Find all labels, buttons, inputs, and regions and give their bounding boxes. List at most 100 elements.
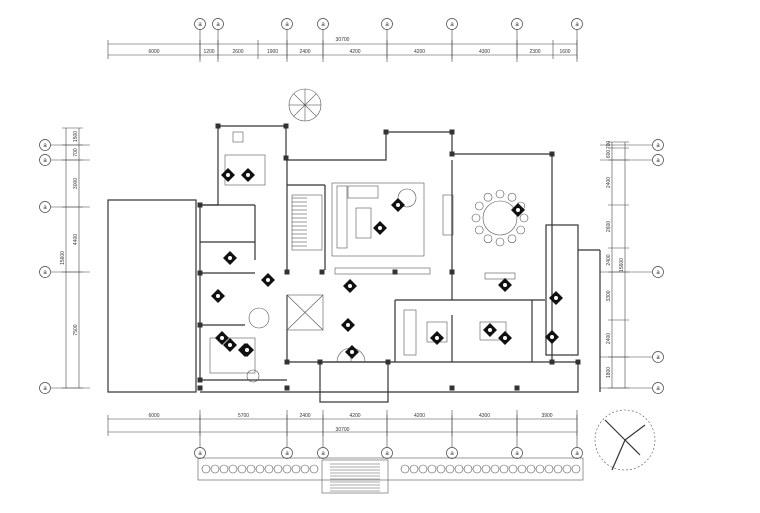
dining-chair	[519, 213, 529, 223]
dimension-label: 4200	[414, 49, 425, 55]
dining-room-furniture	[471, 189, 529, 280]
shrub	[508, 464, 518, 474]
fixture-tag-dot	[554, 296, 558, 300]
axis-bubble: a	[39, 382, 51, 394]
structural-columns	[197, 123, 581, 391]
rug	[331, 182, 425, 257]
axis-label: a	[43, 270, 47, 276]
column	[197, 270, 203, 276]
bed-lower	[209, 337, 256, 374]
elevator	[286, 294, 324, 331]
axis-bubble-circle	[281, 18, 293, 30]
axis-bubble: a	[511, 18, 523, 30]
axis-bubble: a	[571, 18, 583, 30]
coffee-table	[355, 207, 372, 239]
fixture-tag-dot	[245, 348, 249, 352]
axis-bubble: a	[381, 447, 393, 459]
axis-bubble: a	[39, 201, 51, 213]
shrub	[562, 464, 572, 474]
axis-bubble-circle	[194, 18, 206, 30]
shrub	[210, 464, 220, 474]
shrub	[526, 464, 536, 474]
tree	[594, 409, 656, 471]
bed-upper	[224, 154, 266, 186]
axis-bubble-circle	[317, 18, 329, 30]
axis-label: a	[285, 451, 289, 457]
column	[385, 359, 391, 365]
front-steps	[321, 459, 389, 494]
fixture-tag-dot	[378, 226, 382, 230]
fixture-tag-dot	[228, 256, 232, 260]
axis-bubble-circle	[39, 266, 51, 278]
shrub	[409, 464, 419, 474]
axis-label: a	[656, 386, 660, 392]
dining-chair	[507, 192, 517, 202]
fixture-tag-dot	[350, 350, 354, 354]
column	[283, 123, 289, 129]
bedroom-furniture	[209, 131, 270, 383]
exterior-walls	[107, 125, 601, 403]
column	[215, 123, 221, 129]
shrub	[481, 464, 491, 474]
fixture-tag-dot	[228, 343, 232, 347]
axis-bubble-circle	[652, 351, 664, 363]
axis-bubble-circle	[317, 447, 329, 459]
shrub	[445, 464, 455, 474]
fixture-tag-dot	[220, 336, 224, 340]
shrub	[553, 464, 563, 474]
column	[284, 359, 290, 365]
column	[392, 269, 398, 275]
shrub	[300, 464, 310, 474]
counter	[484, 272, 516, 280]
entrance-porch	[319, 361, 389, 403]
axis-bubble: a	[652, 139, 664, 151]
column	[319, 269, 325, 275]
shrub	[571, 464, 581, 474]
axis-bubble: a	[194, 18, 206, 30]
dimension-label: 600	[606, 150, 612, 159]
shrub	[273, 464, 283, 474]
main-stair	[291, 194, 323, 251]
column	[514, 385, 520, 391]
shrub	[246, 464, 256, 474]
shrub	[219, 464, 229, 474]
axis-bubble-circle	[652, 382, 664, 394]
dimension-label: 4200	[349, 413, 360, 419]
fixture-tag-dot	[550, 335, 554, 339]
terrace-left	[107, 199, 197, 393]
dining-chair	[495, 237, 505, 247]
axis-label: a	[43, 205, 47, 211]
overall-dimension-label: 30700	[336, 427, 350, 433]
dimension-label: 4400	[73, 234, 79, 245]
dimension-label: 2600	[232, 49, 243, 55]
cabinet	[403, 309, 417, 356]
axis-bubble: a	[281, 18, 293, 30]
armchair	[246, 369, 260, 383]
shrub	[490, 464, 500, 474]
axis-bubble: a	[212, 18, 224, 30]
dining-chair	[507, 234, 517, 244]
column	[449, 269, 455, 275]
round-table	[248, 307, 270, 329]
fireplace	[442, 194, 454, 236]
axis-label: a	[656, 158, 660, 164]
dining-chair	[495, 189, 505, 199]
dining-chair	[471, 213, 481, 223]
shrub	[427, 464, 437, 474]
dimension-label: 7500	[73, 324, 79, 335]
dimension-label: 2400	[606, 254, 612, 265]
axis-bubble: a	[381, 18, 393, 30]
axis-label: a	[656, 355, 660, 361]
column	[283, 155, 289, 161]
axis-bubble-circle	[281, 447, 293, 459]
axis-label: a	[656, 143, 660, 149]
dimension-label: 6000	[148, 413, 159, 419]
sofa	[336, 185, 348, 249]
fixture-tag-dot	[396, 203, 400, 207]
axis-bubble: a	[652, 154, 664, 166]
dining-chair	[483, 192, 493, 202]
dimension-label: 1600	[559, 49, 570, 55]
fixture-tag-dot	[516, 208, 520, 212]
